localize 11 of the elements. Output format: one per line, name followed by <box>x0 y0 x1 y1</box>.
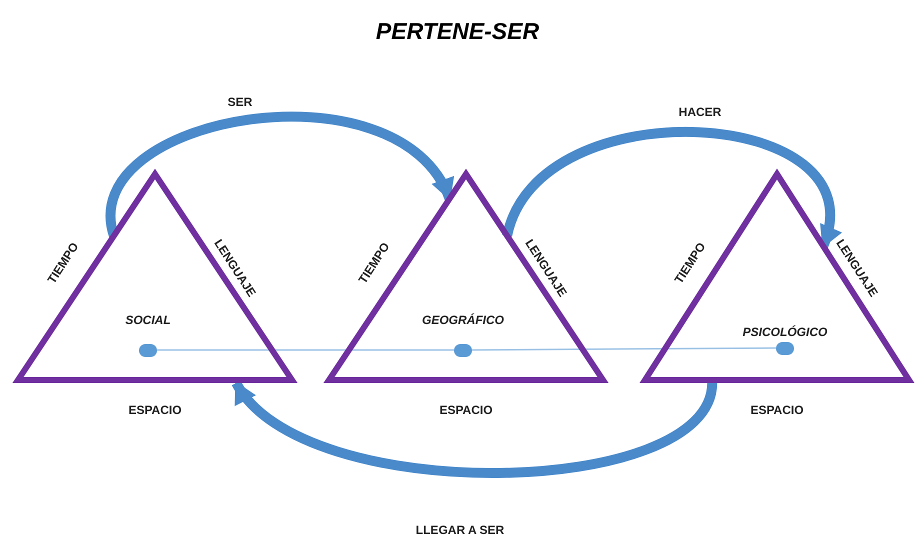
base-label: ESPACIO <box>128 402 182 419</box>
connector-line <box>472 347 776 351</box>
center-label: SOCIAL <box>125 312 171 329</box>
curved-arrow <box>502 127 840 248</box>
base-label: ESPACIO <box>750 402 804 419</box>
base-label: ESPACIO <box>439 402 493 419</box>
center-label: PSICOLÓGICO <box>742 324 828 341</box>
diagram-title: PERTENE-SER <box>376 17 540 46</box>
connector-line <box>157 349 454 351</box>
center-label: GEOGRÁFICO <box>422 312 504 329</box>
curved-arrow <box>106 112 454 236</box>
